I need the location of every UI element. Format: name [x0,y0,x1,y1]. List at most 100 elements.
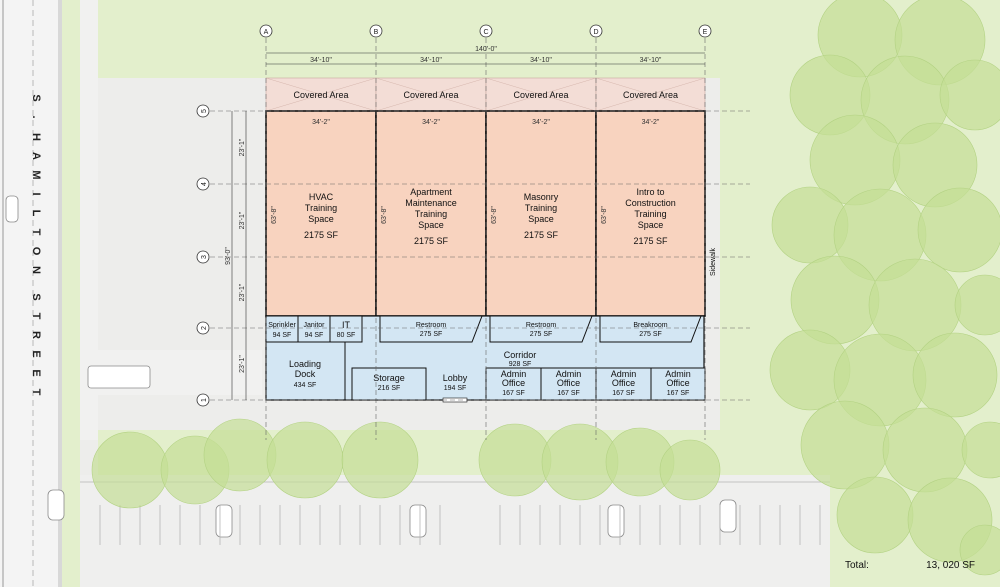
training-space [595,110,706,317]
street-name-letter: M [30,170,42,179]
admin-office-name: Admin [556,369,582,379]
bay-width-dim: 34'-10" [640,57,662,64]
training-space-name: Space [638,220,664,230]
tree [203,418,277,492]
grid-row-label: 3 [201,255,208,259]
admin-office-name: Office [557,378,580,388]
covered-area-label: Covered Area [293,90,348,100]
admin-office [595,367,652,401]
utility-room-area: 80 SF [337,332,356,339]
training-space-name: Training [525,203,557,213]
grid-bubble [196,321,210,335]
street-name-letter: S [30,293,42,300]
training-space-name: Space [528,214,554,224]
space-depth-dim: 63'-8" [491,206,498,224]
tree [659,439,721,501]
grid-col-label: D [593,29,598,36]
training-space-name: Maintenance [405,198,457,208]
wet-room-area: 275 SF [420,331,443,338]
inner-width-dim: 34'-2" [312,119,330,126]
training-space-name: Masonry [524,192,559,202]
wet-room [489,315,593,343]
tree [800,400,890,490]
lobby-name: Lobby [443,373,468,383]
hatch-line [595,77,706,112]
delivery-truck [87,365,151,389]
bay-width-dim: 34'-10" [310,57,332,64]
total-label: Total: [845,560,869,571]
wet-room-name: Breakroom [633,322,667,329]
street-name-letter: E [30,369,42,376]
training-space-name: HVAC [309,192,334,202]
wet-room-area: 275 SF [530,331,553,338]
street-name-letter: H [30,133,42,141]
grid-bubble [196,250,210,264]
corridor-area: 928 SF [509,361,532,368]
training-space-name: Intro to [636,187,664,197]
west-lawn [60,0,80,587]
space-depth-dim: 63'-8" [381,206,388,224]
tree [954,274,1000,336]
covered-area-label: Covered Area [403,90,458,100]
grid-row-label: 5 [201,109,208,113]
grid-bubble [196,393,210,407]
tree [961,421,1000,479]
admin-office-area: 167 SF [502,390,525,397]
inner-width-dim: 34'-2" [642,119,660,126]
street-name-letter: R [30,331,42,339]
street-name-letter: N [30,266,42,274]
training-space [265,110,377,317]
grid-bubble [369,24,383,38]
row-spacing-dim: 23'-1" [239,138,246,156]
grid-col-label: B [374,29,379,36]
sidewalk-label: Sidewalk [710,247,717,276]
grid-bubble [479,24,493,38]
row-spacing-dim: 23'-1" [239,211,246,229]
admin-office-name: Office [502,378,525,388]
wet-room-name: Restroom [526,322,557,329]
space-depth-dim: 63'-8" [271,206,278,224]
curb [58,0,62,587]
hatch-line [375,77,487,112]
hatch-line [485,77,597,112]
driveway-north [80,0,98,440]
tree [836,476,914,554]
training-space-area: 2175 SF [524,230,559,240]
wet-room-area: 275 SF [639,331,662,338]
street-name-letter: E [30,350,42,357]
utility-room [265,315,299,343]
training-space-name: Training [634,209,666,219]
tree [91,431,169,509]
loading-dock-name: Dock [295,369,316,379]
storage-name: Storage [373,373,405,383]
admin-office-area: 167 SF [667,390,690,397]
corridor-name: Corridor [504,350,537,360]
grid-row-label: 2 [201,326,208,330]
utility-room [329,315,363,343]
grid-bubble [589,24,603,38]
bay-width-dim: 34'-10" [530,57,552,64]
street [0,0,60,587]
lobby-area: 194 SF [444,385,467,392]
training-space-name: Training [305,203,337,213]
space-depth-dim: 63'-8" [601,206,608,224]
loading-dock-name: Loading [289,359,321,369]
tree [478,423,552,497]
car [47,489,65,521]
admin-office-name: Office [612,378,635,388]
street-name-letter: T [30,229,42,236]
row-spacing-dim: 23'-1" [239,355,246,373]
inner-width-dim: 34'-2" [532,119,550,126]
hatch-line [265,77,377,112]
training-space [375,110,487,317]
car [607,504,625,538]
admin-office-area: 167 SF [557,390,580,397]
training-space-name: Training [415,209,447,219]
training-space-area: 2175 SF [633,236,668,246]
training-space-name: Construction [625,198,676,208]
grid-bubble [196,104,210,118]
